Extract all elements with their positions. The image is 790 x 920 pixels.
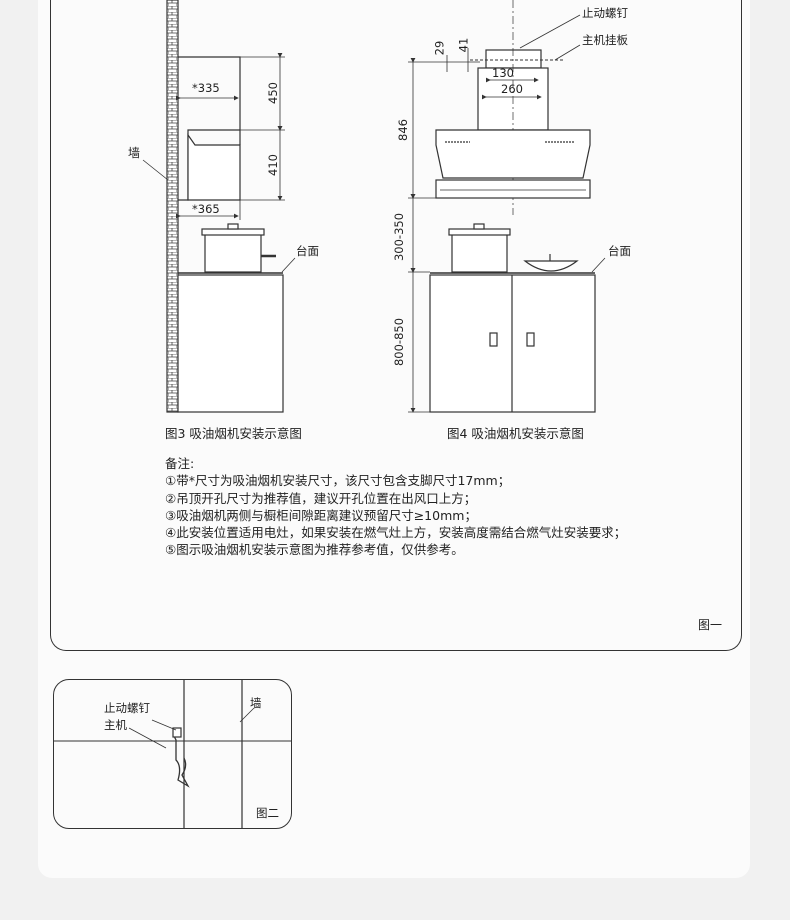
- panel-one-label: 图一: [698, 618, 723, 632]
- dim-335-label: *335: [192, 81, 220, 95]
- figure-2-drawing: [54, 680, 291, 828]
- note-item: ①带*尺寸为吸油烟机安装尺寸，该尺寸包含支脚尺寸17mm；: [165, 473, 511, 489]
- notes-block: 备注: ①带*尺寸为吸油烟机安装尺寸，该尺寸包含支脚尺寸17mm； ②吊顶开孔尺…: [165, 455, 626, 559]
- notes-title: 备注:: [165, 456, 195, 471]
- cabinet-handle-right: [526, 332, 535, 347]
- note-item: ②吊顶开孔尺寸为推荐值，建议开孔位置在出风口上方；: [165, 490, 477, 506]
- figure-panel-two: 止动螺钉 主机 墙 图二: [53, 679, 292, 829]
- wok-icon: [523, 260, 579, 272]
- figure-panel-one: [50, 0, 742, 651]
- dim-365-label: *365: [192, 202, 220, 216]
- figure-3-caption: 图3 吸油烟机安装示意图: [165, 426, 302, 441]
- stop-screw-icon: [172, 727, 182, 738]
- installation-diagram: [142, 0, 606, 413]
- dim-450-label: 450: [265, 82, 280, 104]
- dim-300-350-label: 300-350: [392, 212, 407, 262]
- hood-body: [187, 133, 241, 201]
- dim-410-label: 410: [265, 154, 280, 176]
- bracket-label: 主机挂板: [582, 33, 628, 47]
- stop-screw-label: 止动螺钉: [582, 6, 628, 20]
- figure2-stop-screw-label: 止动螺钉: [104, 701, 150, 715]
- counter-label-fig3: 台面: [296, 244, 319, 258]
- counter-label-fig4: 台面: [608, 244, 631, 258]
- dim-41-label: 41: [456, 37, 471, 53]
- pot-icon: [201, 223, 276, 273]
- figure2-wall-label: 墙: [250, 696, 262, 710]
- base-cabinet: [177, 274, 284, 413]
- note-item: ⑤图示吸油烟机安装示意图为推荐参考值，仅供参考。: [165, 542, 464, 558]
- host-hook: [173, 731, 190, 788]
- cabinet-handle-left: [489, 332, 498, 347]
- pot-icon-fig4: [448, 223, 511, 273]
- dim-29-label: 29: [432, 40, 447, 56]
- wall-label: 墙: [128, 146, 141, 160]
- note-item: ③吸油烟机两侧与橱柜间隙距离建议预留尺寸≥10mm；: [165, 507, 477, 523]
- dim-846-label: 846: [395, 119, 410, 141]
- figure-3-drawing: [142, 0, 296, 413]
- figure-4-caption: 图4 吸油烟机安装示意图: [447, 426, 584, 441]
- figure-4-drawing: [408, 0, 606, 413]
- dim-130-label: 130: [492, 66, 514, 80]
- dim-800-850-label: 800-850: [392, 317, 407, 367]
- dim-260-label: 260: [501, 82, 523, 96]
- figure2-panel-label: 图二: [256, 806, 279, 820]
- wall-brick: [166, 0, 179, 413]
- figure2-host-label: 主机: [104, 718, 127, 732]
- note-item: ④此安装位置适用电灶，如果安装在燃气灶上方，安装高度需结合燃气灶安装要求；: [165, 525, 627, 541]
- hood-canopy: [435, 129, 591, 179]
